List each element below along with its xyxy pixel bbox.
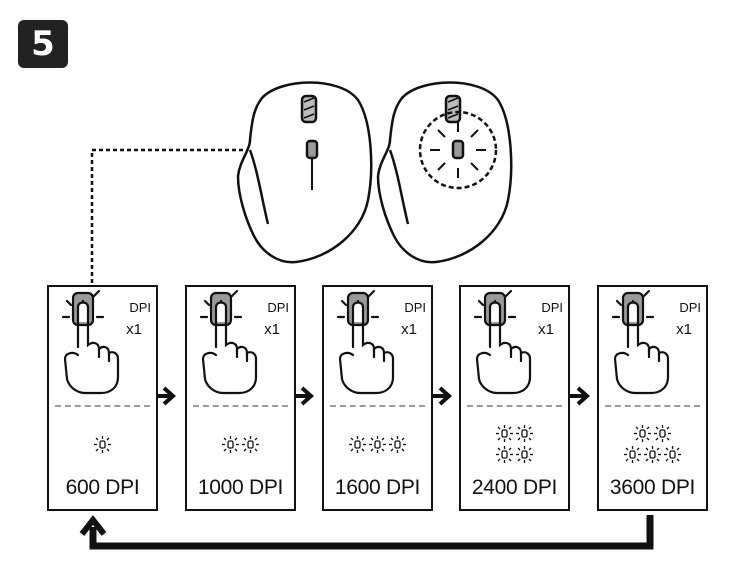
led-indicator-group	[187, 415, 294, 473]
dpi-button-label: DPI	[129, 300, 151, 315]
finger-press-icon	[61, 289, 120, 395]
mouse-glowing-view-icon	[376, 81, 513, 264]
dpi-setting-label: 2400 DPI	[471, 476, 558, 499]
led-blink-icon	[654, 425, 671, 442]
led-blink-icon	[664, 446, 681, 463]
panel-divider	[193, 405, 288, 407]
dpi-step-panel: DPI x1 3600 DPI	[597, 285, 708, 511]
finger-press-icon	[199, 289, 258, 395]
step-badge: 5	[18, 20, 68, 68]
finger-press-icon	[473, 289, 532, 395]
dpi-setting-label: 1000 DPI	[197, 476, 284, 499]
dpi-connector-line	[90, 148, 306, 283]
mouse-top-view-icon	[236, 81, 373, 264]
panel-divider	[467, 405, 562, 407]
led-blink-icon	[634, 425, 651, 442]
press-count: x1	[676, 321, 692, 338]
panel-divider	[605, 405, 700, 407]
dpi-setting-label: 3600 DPI	[609, 476, 696, 499]
dpi-step-panel: DPI x1 2400 DPI	[459, 285, 570, 511]
finger-press-icon	[336, 289, 395, 395]
step-number: 5	[31, 24, 55, 64]
led-indicator-group	[324, 415, 431, 473]
led-blink-icon	[624, 446, 641, 463]
glow-rays-icon	[430, 122, 486, 178]
led-blink-icon	[496, 446, 513, 463]
panel-divider	[330, 405, 425, 407]
dpi-step-panel: DPI x1 600 DPI	[47, 285, 158, 511]
dpi-button-label: DPI	[679, 300, 701, 315]
led-blink-icon	[496, 425, 513, 442]
dpi-step-panel: DPI x1 1000 DPI	[185, 285, 296, 511]
led-blink-icon	[222, 435, 239, 453]
led-blink-icon	[644, 446, 661, 463]
led-blink-icon	[94, 435, 111, 453]
press-count: x1	[401, 321, 417, 338]
led-indicator-group	[599, 415, 706, 473]
led-blink-icon	[369, 435, 386, 453]
led-blink-icon	[516, 425, 533, 442]
led-indicator-group	[49, 415, 156, 473]
finger-press-icon	[611, 289, 670, 395]
led-blink-icon	[389, 435, 406, 453]
dpi-step-panel: DPI x1 1600 DPI	[322, 285, 433, 511]
dpi-button-label: DPI	[541, 300, 563, 315]
led-blink-icon	[349, 435, 366, 453]
press-count: x1	[264, 321, 280, 338]
led-blink-icon	[516, 446, 533, 463]
loop-back-arrow-icon	[79, 515, 654, 550]
press-count: x1	[538, 321, 554, 338]
dpi-button-label: DPI	[404, 300, 426, 315]
led-indicator-group	[461, 415, 568, 473]
dpi-setting-label: 1600 DPI	[334, 476, 421, 499]
dpi-setting-label: 600 DPI	[65, 476, 140, 499]
panel-divider	[55, 405, 150, 407]
press-count: x1	[126, 321, 142, 338]
dpi-button-label: DPI	[267, 300, 289, 315]
led-blink-icon	[242, 435, 259, 453]
